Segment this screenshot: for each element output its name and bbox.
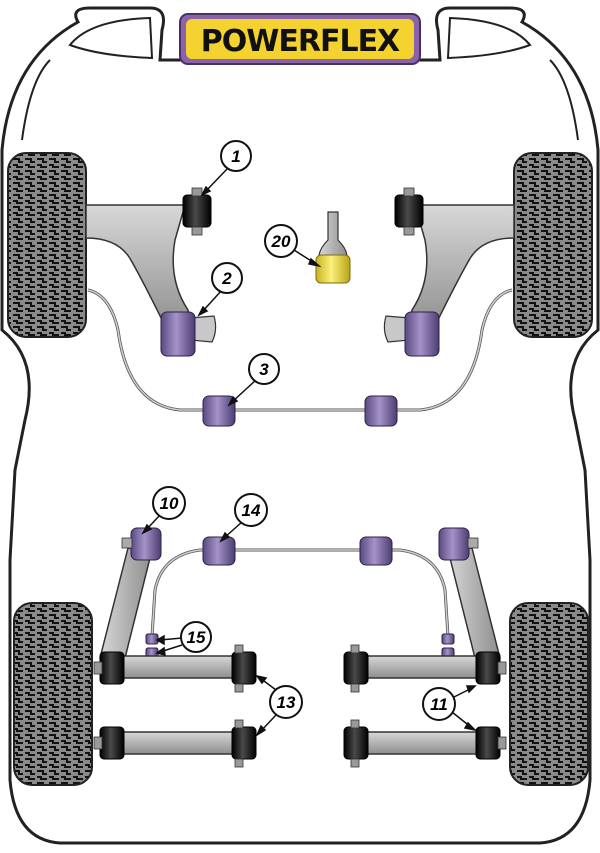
bush-item-10-left <box>121 527 162 561</box>
rear-right-tyre <box>509 602 589 786</box>
front-right-wishbone <box>407 204 515 333</box>
bush-item-14-right <box>359 536 393 566</box>
callout-10-label: 10 <box>160 494 179 513</box>
rear-left-upper-link <box>117 655 241 679</box>
callout-14: 14 <box>234 493 268 527</box>
powerflex-logo: POWERFLEX <box>179 13 421 65</box>
callout-11: 11 <box>422 687 456 721</box>
bush-item-15-right <box>441 633 455 659</box>
callout-13-label: 13 <box>277 693 296 712</box>
callout-15: 15 <box>180 621 212 653</box>
rear-right-upper-link <box>359 655 483 679</box>
bush-item-11-lower-right-outer <box>475 726 507 760</box>
callout-13: 13 <box>269 685 303 719</box>
callout-11-label: 11 <box>430 695 448 714</box>
callout-1-label: 1 <box>231 147 240 166</box>
front-right-fender <box>446 16 532 60</box>
callout-20: 20 <box>264 224 298 258</box>
front-left-tyre <box>7 152 87 338</box>
bush-item-2-left <box>160 311 196 357</box>
bush-item-13-upper-left-inner <box>231 644 257 693</box>
bush-item-1-left <box>182 187 212 236</box>
callout-2: 2 <box>211 262 243 294</box>
front-left-wishbone <box>85 204 193 333</box>
bush-item-13-lower-left-outer <box>93 726 125 760</box>
rear-left-lower-link <box>117 731 241 755</box>
front-left-bracket <box>189 315 217 343</box>
bush-item-13-lower-left-inner <box>231 719 257 768</box>
callout-2-label: 2 <box>221 269 232 288</box>
bush-item-14-left <box>202 536 236 566</box>
callout-3-label: 3 <box>259 360 269 379</box>
bush-item-11-upper-right-outer <box>475 651 507 685</box>
bush-item-20 <box>315 211 351 284</box>
callout-15-label: 15 <box>187 628 206 647</box>
bush-item-13-upper-left-outer <box>93 651 125 685</box>
callout-14-label: 14 <box>242 501 261 520</box>
bush-item-11-upper-right-inner <box>343 644 369 693</box>
bush-item-1-right <box>394 187 424 236</box>
rear-right-lower-link <box>359 731 483 755</box>
front-right-bracket <box>383 315 411 343</box>
bush-item-3-right <box>364 395 398 427</box>
callout-20-label: 20 <box>271 232 291 251</box>
callout-leaders <box>141 167 478 737</box>
front-left-fender <box>68 16 154 60</box>
car-body-inner-line <box>21 59 579 141</box>
callout-3: 3 <box>248 353 280 385</box>
callout-10: 10 <box>152 486 186 520</box>
bush-item-11-lower-right-inner <box>343 719 369 768</box>
rear-left-tyre <box>13 602 93 786</box>
front-right-tyre <box>513 152 593 338</box>
bush-item-3-left <box>202 395 236 427</box>
bush-item-10-right <box>438 527 479 561</box>
bush-item-2-right <box>404 311 440 357</box>
callout-1: 1 <box>220 140 252 172</box>
logo-text: POWERFLEX <box>201 24 400 59</box>
